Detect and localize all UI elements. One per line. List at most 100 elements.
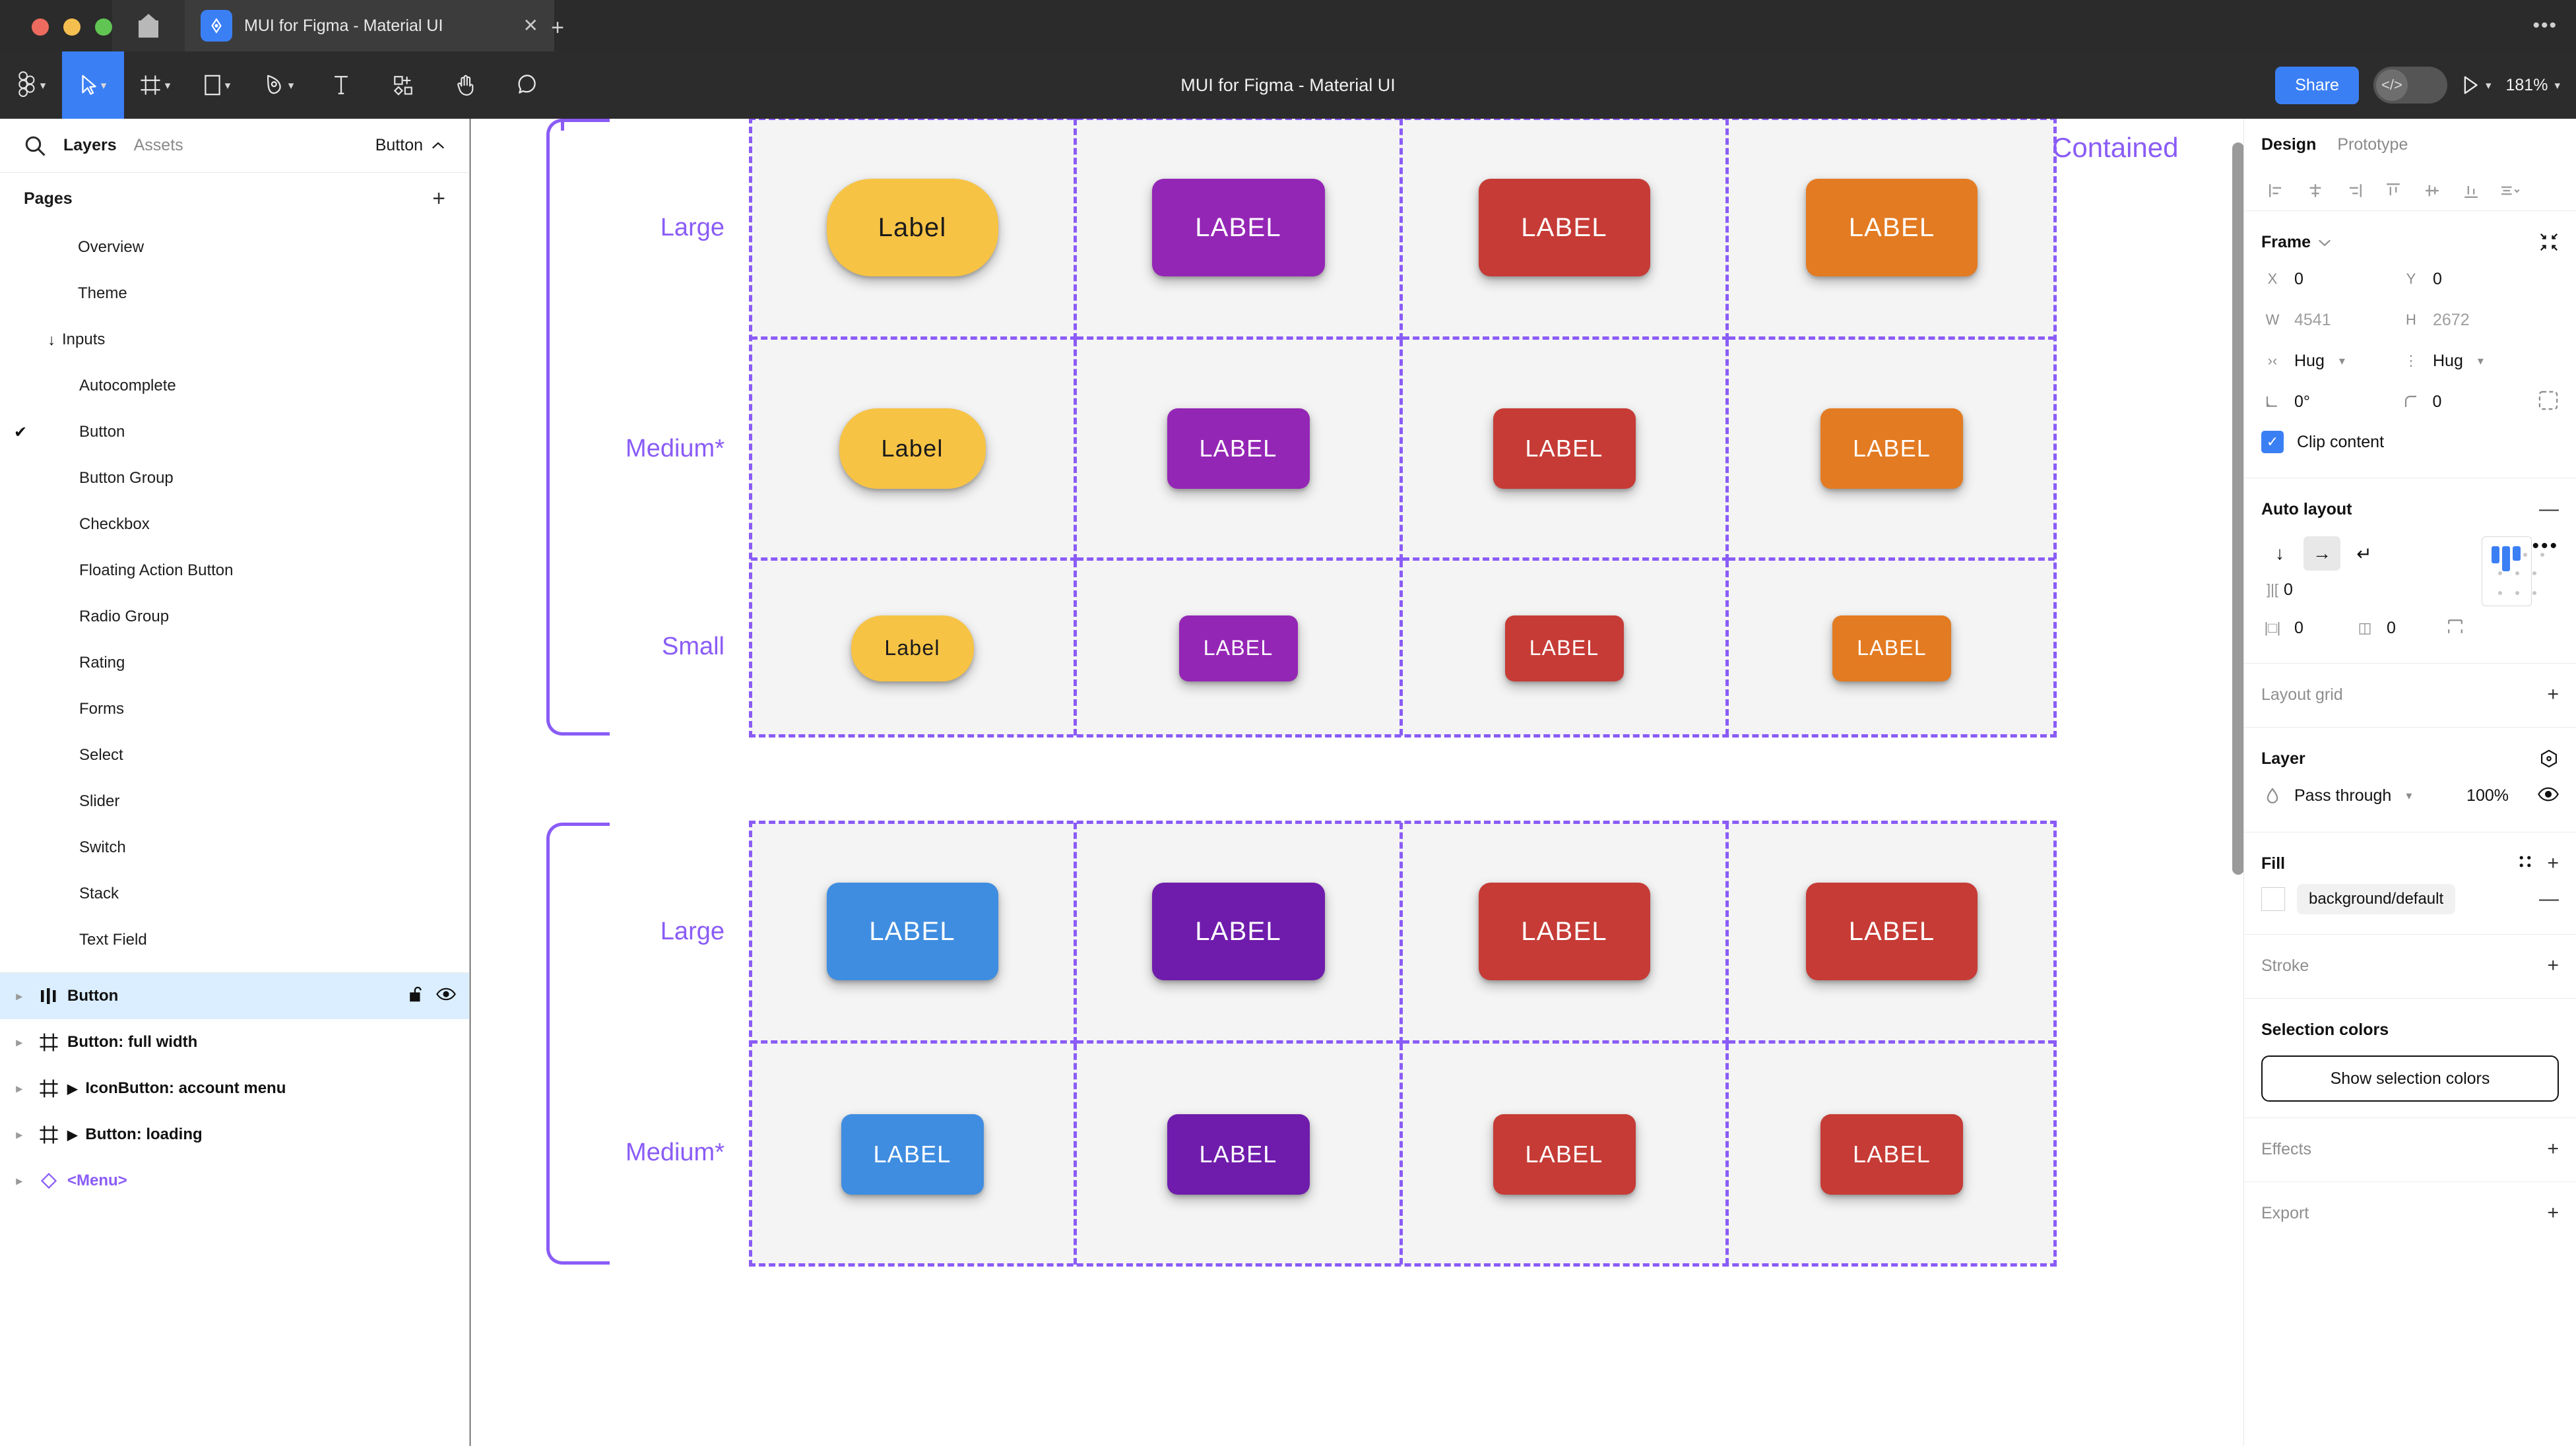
horizontal-padding-field[interactable]: |□| 0	[2261, 619, 2354, 638]
resources-tool-icon[interactable]	[372, 51, 434, 119]
minimize-window-button[interactable]	[63, 18, 80, 36]
material-button[interactable]: LABEL	[1832, 615, 1951, 681]
chevron-down-icon[interactable]: ▾	[2485, 79, 2492, 92]
browser-menu-icon[interactable]: •••	[2532, 15, 2558, 36]
material-button[interactable]: LABEL	[1151, 883, 1325, 980]
browser-tab[interactable]: MUI for Figma - Material UI ✕	[185, 0, 554, 51]
clip-content-checkbox[interactable]: ✓	[2261, 431, 2284, 453]
figma-menu-icon[interactable]: ▾	[0, 51, 62, 119]
dev-mode-toggle[interactable]: </>	[2373, 67, 2447, 104]
rotation-field[interactable]: 0°	[2261, 393, 2400, 412]
page-item-button[interactable]: ✔Button	[0, 409, 469, 455]
page-item-theme[interactable]: Theme	[0, 270, 469, 317]
frame-tool-icon[interactable]: ▾	[124, 51, 186, 119]
page-item-inputs[interactable]: ↓Inputs	[0, 317, 469, 363]
page-item-autocomplete[interactable]: Autocomplete	[0, 363, 469, 409]
fill-styles-icon[interactable]	[2517, 853, 2534, 874]
page-item-stack[interactable]: Stack	[0, 871, 469, 917]
eye-icon[interactable]	[436, 987, 456, 1006]
disclosure-triangle-icon[interactable]: ▸	[16, 989, 22, 1003]
material-button[interactable]: LABEL	[1504, 615, 1624, 681]
material-button[interactable]: LABEL	[1167, 408, 1310, 489]
page-item-checkbox[interactable]: Checkbox	[0, 501, 469, 548]
layer-item-menu[interactable]: ▸<Menu>	[0, 1158, 469, 1204]
clip-content-row[interactable]: ✓ Clip content	[2261, 422, 2559, 462]
height-mode-select[interactable]: ⋮ Hug ▾	[2400, 352, 2538, 371]
page-item-overview[interactable]: Overview	[0, 224, 469, 270]
vertical-padding-field[interactable]: ◫ 0	[2354, 619, 2446, 638]
chevron-down-icon[interactable]: ▾	[100, 79, 107, 92]
align-right-icon[interactable]	[2336, 175, 2372, 206]
auto-layout-alignment-pad[interactable]	[2482, 536, 2544, 606]
disclosure-triangle-icon[interactable]: ▸	[16, 1127, 22, 1141]
page-item-text-field[interactable]: Text Field	[0, 917, 469, 963]
disclosure-triangle-icon[interactable]: ▸	[16, 1035, 22, 1049]
direction-wrap-icon[interactable]: ↵	[2356, 543, 2372, 564]
layer-visibility-icon[interactable]	[2538, 786, 2559, 805]
page-item-forms[interactable]: Forms	[0, 686, 469, 732]
material-button[interactable]: LABEL	[1493, 1114, 1636, 1195]
remove-fill-button[interactable]: —	[2539, 888, 2559, 910]
fill-color-swatch[interactable]	[2261, 887, 2285, 911]
present-button[interactable]: ▾	[2462, 75, 2492, 95]
tab-layers[interactable]: Layers	[63, 136, 117, 154]
material-button[interactable]: Label	[839, 408, 986, 489]
comment-tool-icon[interactable]	[496, 51, 558, 119]
width-mode-select[interactable]: ›‹ Hug ▾	[2261, 352, 2400, 371]
remove-auto-layout-button[interactable]: —	[2539, 498, 2559, 520]
material-button[interactable]: LABEL	[1178, 615, 1298, 681]
home-tab-button[interactable]	[112, 0, 185, 51]
hand-tool-icon[interactable]	[434, 51, 496, 119]
layer-item-button-full-width[interactable]: ▸Button: full width	[0, 1019, 469, 1065]
width-field[interactable]: W 4541	[2261, 311, 2400, 330]
align-bottom-icon[interactable]	[2453, 175, 2489, 206]
material-button[interactable]: LABEL	[826, 883, 998, 980]
align-vertical-center-icon[interactable]	[2414, 175, 2450, 206]
add-effect-button[interactable]: +	[2547, 1138, 2559, 1160]
chevron-down-icon[interactable]	[2317, 237, 2332, 247]
auto-layout-more-button[interactable]: •••	[2532, 535, 2559, 557]
move-tool-icon[interactable]: ▾	[62, 51, 124, 119]
layer-styles-icon[interactable]	[2539, 749, 2559, 769]
individual-padding-icon[interactable]	[2446, 617, 2464, 639]
add-page-button[interactable]: +	[432, 186, 445, 211]
page-item-button-group[interactable]: Button Group	[0, 455, 469, 501]
height-field[interactable]: H 2672	[2400, 311, 2538, 330]
page-item-floating-action-button[interactable]: Floating Action Button	[0, 548, 469, 594]
align-horizontal-center-icon[interactable]	[2298, 175, 2333, 206]
material-button[interactable]: LABEL	[841, 1114, 984, 1195]
material-button[interactable]: LABEL	[1167, 1114, 1310, 1195]
disclosure-triangle-icon[interactable]: ▸	[16, 1174, 22, 1187]
material-button[interactable]: LABEL	[1806, 883, 1978, 980]
search-icon[interactable]	[24, 135, 46, 157]
material-button[interactable]: LABEL	[1806, 179, 1978, 276]
fill-style-token[interactable]: background/default	[2297, 884, 2456, 914]
canvas-vertical-scrollbar[interactable]	[2232, 142, 2244, 875]
page-item-switch[interactable]: Switch	[0, 825, 469, 871]
close-window-button[interactable]	[32, 18, 49, 36]
distribute-menu-icon[interactable]	[2492, 175, 2528, 206]
page-item-radio-group[interactable]: Radio Group	[0, 594, 469, 640]
page-item-slider[interactable]: Slider	[0, 778, 469, 825]
layer-item-button-loading[interactable]: ▸▶Button: loading	[0, 1112, 469, 1158]
x-field[interactable]: X 0	[2261, 270, 2400, 289]
chevron-down-icon[interactable]: ▾	[40, 79, 46, 92]
direction-horizontal-icon[interactable]: →	[2303, 536, 2340, 571]
maximize-window-button[interactable]	[95, 18, 112, 36]
layer-item-button[interactable]: ▸Button	[0, 973, 469, 1019]
tab-design[interactable]: Design	[2261, 135, 2317, 154]
y-field[interactable]: Y 0	[2400, 270, 2538, 289]
pen-tool-icon[interactable]: ▾	[248, 51, 310, 119]
blend-mode-row[interactable]: Pass through ▾ 100%	[2261, 775, 2559, 816]
material-button[interactable]: LABEL	[1478, 179, 1650, 276]
chevron-down-icon[interactable]: ▾	[164, 79, 171, 92]
frame-title-contained[interactable]: Contained	[2052, 132, 2179, 163]
collapse-frame-icon[interactable]	[2539, 232, 2559, 252]
tab-prototype[interactable]: Prototype	[2337, 135, 2408, 154]
zoom-level-menu[interactable]: 181% ▾	[2506, 76, 2561, 95]
close-icon[interactable]: ✕	[523, 15, 538, 36]
new-tab-button[interactable]: +	[551, 15, 564, 40]
material-button[interactable]: LABEL	[1151, 179, 1325, 276]
add-export-button[interactable]: +	[2547, 1202, 2559, 1224]
page-item-select[interactable]: Select	[0, 732, 469, 778]
